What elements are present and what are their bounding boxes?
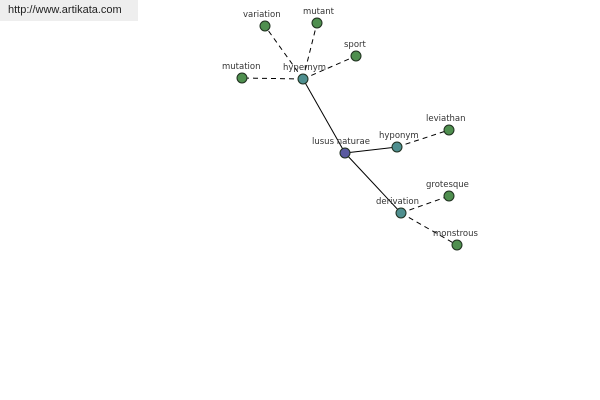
edge-hypernym-variation [264,25,304,80]
labels-layer: lusus naturae hypernym hyponym derivation va… [222,7,479,239]
edge-hypernym-mutation [241,77,304,80]
edge-hypernym-mutant [302,22,318,80]
node-label-leviathan[interactable]: leviathan [426,114,466,124]
node-label-root[interactable]: lusus naturae [312,137,370,147]
node-derivation[interactable] [395,207,407,219]
node-hyponym[interactable] [391,141,403,153]
node-label-mutant[interactable]: mutant [303,7,335,17]
node-leviathan[interactable] [443,124,455,136]
node-label-hypernym[interactable]: hypernym [283,63,326,73]
site-url-link[interactable]: http://www.artikata.com [0,0,138,21]
edge-derivation-monstrous [400,212,458,246]
node-mutant[interactable] [311,17,323,29]
node-label-derivation[interactable]: derivation [376,197,419,207]
edge-root-hyponym [344,146,398,154]
edge-hypernym-sport [302,55,357,80]
edge-hyponym-leviathan [396,129,450,148]
edge-root-derivation [344,152,402,214]
node-sport[interactable] [350,50,362,62]
edge-root-hypernym [302,78,346,154]
nodes-layer [236,17,463,251]
node-label-monstrous[interactable]: monstrous [433,229,479,239]
node-monstrous[interactable] [451,239,463,251]
node-variation[interactable] [259,20,271,32]
node-root[interactable] [339,147,351,159]
node-label-grotesque[interactable]: grotesque [426,180,469,190]
node-grotesque[interactable] [443,190,455,202]
node-mutation[interactable] [236,72,248,84]
node-label-hyponym[interactable]: hyponym [379,131,419,141]
node-label-mutation[interactable]: mutation [222,62,261,72]
node-label-variation[interactable]: variation [243,10,281,20]
node-label-sport[interactable]: sport [344,40,367,50]
node-hypernym[interactable] [297,73,309,85]
edges-layer [241,22,458,246]
